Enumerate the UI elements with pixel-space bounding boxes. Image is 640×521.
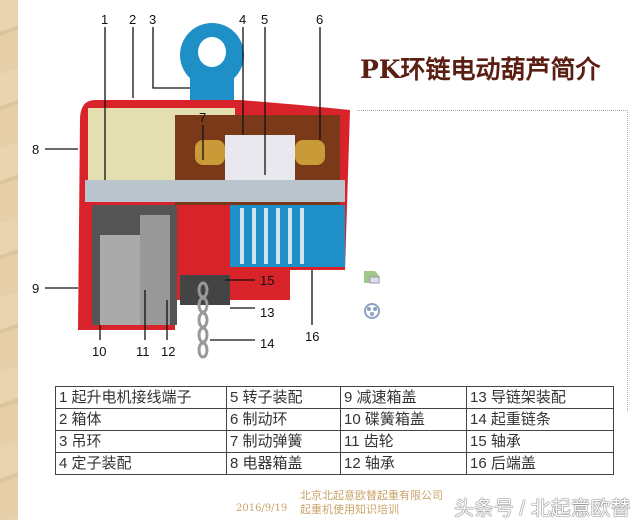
callout-11: 11 bbox=[136, 344, 150, 359]
footer-date: 2016/9/19 bbox=[236, 503, 288, 514]
callout-2: 2 bbox=[129, 12, 136, 27]
callout-4: 4 bbox=[239, 12, 246, 27]
table-cell: 16 后端盖 bbox=[466, 452, 614, 475]
callout-8: 8 bbox=[32, 142, 39, 157]
table-cell: 13 导链架装配 bbox=[466, 386, 614, 409]
callout-16: 16 bbox=[305, 329, 319, 344]
table-cell: 4 定子装配 bbox=[55, 452, 227, 475]
callout-13: 13 bbox=[260, 305, 274, 320]
table-cell: 7 制动弹簧 bbox=[226, 430, 341, 453]
page-title: PK环链电动葫芦简介 bbox=[360, 55, 601, 84]
table-cell: 11 齿轮 bbox=[340, 430, 467, 453]
callout-10: 10 bbox=[92, 344, 106, 359]
watermark: 头条号 / 北起意欧替 bbox=[454, 498, 631, 520]
callout-6: 6 bbox=[316, 12, 323, 27]
table-cell: 9 减速箱盖 bbox=[340, 386, 467, 409]
decorative-border bbox=[0, 0, 18, 520]
table-cell: 8 电器箱盖 bbox=[226, 452, 341, 475]
callout-9: 9 bbox=[32, 281, 39, 296]
callout-1: 1 bbox=[101, 12, 108, 27]
hoist-cutaway-illustration: 1 2 3 4 5 6 7 8 9 10 11 12 13 14 15 16 bbox=[32, 12, 350, 359]
callout-15: 15 bbox=[260, 273, 274, 288]
table-cell: 15 轴承 bbox=[466, 430, 614, 453]
footer-organization: 北京北起意欧替起重有限公司 起重机使用知识培训 bbox=[300, 490, 443, 516]
table-cell: 2 箱体 bbox=[55, 408, 227, 431]
callout-7: 7 bbox=[199, 110, 206, 125]
table-cell: 1 起升电机接线端子 bbox=[55, 386, 227, 409]
chart-icon bbox=[364, 271, 380, 284]
callout-12: 12 bbox=[161, 344, 175, 359]
table-cell: 14 起重链条 bbox=[466, 408, 614, 431]
callout-3: 3 bbox=[149, 12, 156, 27]
callout-14: 14 bbox=[260, 336, 274, 351]
table-cell: 10 碟簧箱盖 bbox=[340, 408, 467, 431]
table-cell: 3 吊环 bbox=[55, 430, 227, 453]
media-icon bbox=[364, 303, 380, 319]
table-cell: 5 转子装配 bbox=[226, 386, 341, 409]
content-placeholder bbox=[357, 110, 628, 411]
table-cell: 12 轴承 bbox=[340, 452, 467, 475]
table-cell: 6 制动环 bbox=[226, 408, 341, 431]
callout-5: 5 bbox=[261, 12, 268, 27]
